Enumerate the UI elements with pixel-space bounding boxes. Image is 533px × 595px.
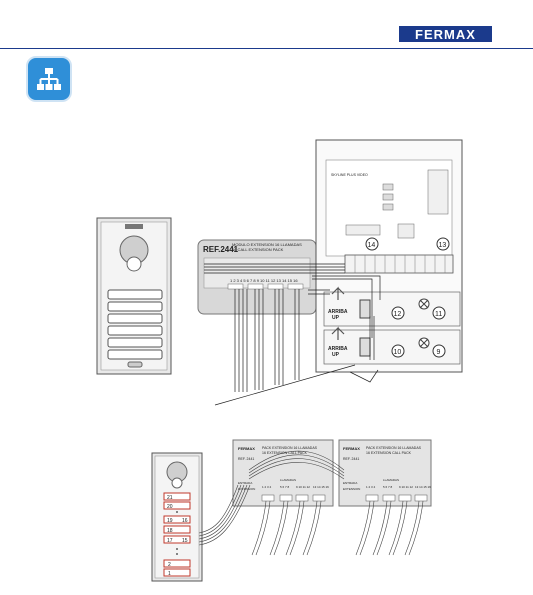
callout-13: 13 — [439, 242, 447, 249]
badge-network-icon — [26, 56, 72, 102]
extension-module-top: REF.2441 MODULO EXTENSION 16 LLAMADAS 16… — [197, 239, 317, 315]
panel-number-18: 18 — [167, 528, 173, 534]
pack-right-llamadas: LLAMADAS — [383, 478, 399, 482]
pack-right-group-1: 1 2 3 4 — [366, 485, 376, 489]
callout-10: 10 — [394, 349, 402, 356]
up-label-1: UP — [332, 315, 340, 321]
pack-right-ref: REF. 2441 — [343, 457, 359, 461]
panel-number-2: 2 — [168, 562, 171, 568]
panel-number-15: 15 — [182, 538, 188, 544]
door-panel-bottom: 21 20 19 18 17 16 15 2 1 — [151, 452, 203, 582]
callout-11: 11 — [435, 311, 442, 318]
fermax-logo: FERMAX — [399, 26, 492, 42]
top-wiring — [204, 263, 381, 406]
pack-left-group-4: 13 14 15 16 — [313, 485, 329, 489]
header-rule — [0, 48, 533, 49]
panel-number-16: 16 — [182, 518, 188, 524]
arriba-label-1: ARRIBA — [328, 309, 348, 315]
pack-right-extension: EXTENSION — [343, 487, 360, 491]
pack-left-group-2: 5 6 7 8 — [280, 485, 290, 489]
callouts: 14 13 12 11 10 9 — [365, 237, 450, 358]
pack-left-group-3: 9 10 11 12 — [296, 485, 310, 489]
callout-12: 12 — [394, 311, 402, 318]
pack-right-title-1: PACK EXTENSION 16 LLAMADAS — [366, 446, 422, 450]
pack-left-extension: EXTENSION — [238, 487, 255, 491]
panel-title: SKYLINE PLUS VIDEO — [331, 173, 368, 177]
door-panel-top — [96, 217, 172, 375]
up-label-2: UP — [332, 352, 340, 358]
pack-left-title-2: 16 EXTENSION CALL PACK — [262, 451, 308, 455]
pack-left-title-1: PACK EXTENSION 16 LLAMADAS — [262, 446, 318, 450]
pack-left-entrada: ENTRADA — [238, 481, 252, 485]
module-pins: 1 2 3 4 5 6 7 8 9 10 11 12 13 14 15 16 — [230, 278, 298, 283]
panel-number-17: 17 — [167, 538, 173, 544]
arriba-label-2: ARRIBA — [328, 346, 348, 352]
pack-left-group-1: 1 2 3 4 — [262, 485, 272, 489]
pack-left-ref: REF. 2441 — [238, 457, 254, 461]
pack-right-group-3: 9 10 11 12 — [399, 485, 413, 489]
module-title-1: MODULO EXTENSION 16 LLAMADAS — [232, 242, 302, 247]
callout-14: 14 — [368, 242, 376, 249]
pack-right-entrada: ENTRADA — [343, 481, 357, 485]
pack-right-brand: FERMAX — [343, 446, 360, 451]
pack-right-title-2: 16 EXTENSION CALL PACK — [366, 451, 412, 455]
panel-number-1: 1 — [168, 571, 171, 577]
pack-right-group-2: 5 6 7 8 — [383, 485, 393, 489]
pack-right-group-4: 13 14 15 16 — [415, 485, 431, 489]
panel-number-21: 21 — [167, 495, 173, 501]
pack-left: FERMAX PACK EXTENSION 16 LLAMADAS 16 EXT… — [232, 439, 334, 507]
pack-left-brand: FERMAX — [238, 446, 255, 451]
callout-9: 9 — [437, 349, 441, 356]
panel-number-19: 19 — [167, 518, 173, 524]
module-ref: REF.2441 — [203, 245, 239, 254]
control-panel: SKYLINE PLUS VIDEO ARRIBA UP ARRIBA UP — [315, 139, 463, 373]
bottom-wiring — [198, 450, 424, 556]
pack-right: FERMAX PACK EXTENSION 16 LLAMADAS 16 EXT… — [338, 439, 432, 507]
network-hierarchy-icon — [37, 68, 61, 90]
panel-number-20: 20 — [167, 504, 173, 510]
module-title-2: 16 CALL EXTENSION PACK — [232, 247, 284, 252]
pack-left-llamadas: LLAMADAS — [280, 478, 296, 482]
